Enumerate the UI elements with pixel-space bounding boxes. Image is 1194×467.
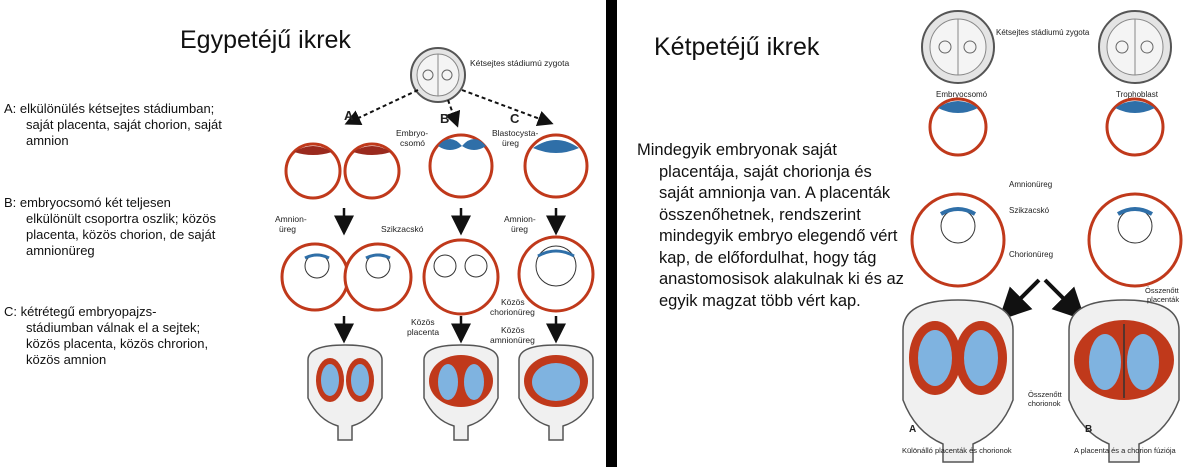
chorion-c (517, 235, 595, 313)
uterus-c (518, 344, 594, 441)
zygote-left (921, 10, 995, 84)
paragraph-a-line: saját placenta, saját chorion, saját (26, 117, 222, 132)
paragraph-b-line: elkülönült csoportra oszlik; közös (26, 211, 217, 226)
left-title: Egypetéjű ikrek (180, 26, 351, 54)
amnion-label-1: üreg (279, 224, 296, 234)
paragraph-b-lead: B: embryocsomó két teljesen (4, 195, 171, 210)
trophoblast-label: Trophoblast (1116, 90, 1159, 99)
chorion-b (422, 238, 500, 316)
figure-label-b: B (1085, 424, 1092, 435)
branch-arrow-b (445, 99, 461, 128)
arrow-to-b (1043, 278, 1086, 321)
blastocyst-b (428, 133, 494, 199)
common-chorion-label: chorionüreg (490, 307, 535, 317)
blastocyst-left (928, 97, 988, 157)
right-title: Kétpetéjű ikrek (654, 33, 820, 61)
chorion-left (910, 192, 1006, 288)
paragraph-a: A: elkülönülés kétsejtes stádiumban; saj… (4, 101, 222, 149)
amnion-label-2: Amnion- (504, 214, 536, 224)
branch-label-c: C (510, 111, 520, 126)
blastocyst-label: Blastocysta- (492, 128, 538, 138)
fused-chorion-label: Összenőtt (1028, 390, 1063, 399)
paragraph-c: C: kétrétegű embryopajzs- stádiumban vál… (4, 304, 208, 368)
right-panel: Kétpetéjű ikrek Mindegyik embryonak sajá… (617, 0, 1194, 467)
paragraph-b: B: embryocsomó két teljesen elkülönült c… (4, 195, 216, 259)
common-chorion-label: Közös (501, 297, 525, 307)
paragraph-c-line: közös amnion (26, 352, 107, 367)
panel-divider (606, 0, 617, 467)
figure-label-a: A (909, 424, 916, 435)
yolk-sac-label: Szikzacskó (381, 224, 424, 234)
caption-a: Különálló placenták és chorionok (902, 446, 1012, 455)
branch-label-b: B (440, 111, 449, 126)
blastocyst-a1 (284, 142, 342, 200)
amnion-label-2: üreg (511, 224, 528, 234)
chorion-a1 (280, 242, 350, 312)
common-placenta-label: placenta (407, 327, 439, 337)
paragraph-c-lead: C: kétrétegű embryopajzs- (4, 304, 157, 319)
uterus-b (1068, 299, 1180, 463)
paragraph-b-line: placenta, közös chorion, de saját (26, 227, 216, 242)
blastocyst-c (523, 133, 589, 199)
fused-chorion-label: chorionok (1028, 399, 1061, 408)
amnion-label: Amnionüreg (1009, 180, 1052, 189)
dizygotic-paragraph: Mindegyik embryonak saját placentája, sa… (637, 141, 904, 310)
common-placenta-label: Közös (411, 317, 435, 327)
uterus-a (307, 344, 383, 441)
uterus-b (423, 344, 499, 441)
embryo-label: csomó (400, 138, 425, 148)
arrow-to-a (998, 278, 1041, 321)
paragraph-c-line: stádiumban válnak el a sejtek; (26, 320, 201, 335)
zygote-cell (410, 47, 466, 103)
common-amnion-label: amnionüreg (490, 335, 535, 345)
zygote-label: Kétsejtes stádiumú zygota (470, 58, 569, 68)
embryo-label: Embryo- (396, 128, 428, 138)
zygote-label: Kétsejtes stádiumú zygota (996, 28, 1090, 37)
paragraph-c-line: közös placenta, közös chrorion, (26, 336, 209, 351)
chorion-label: Chorionüreg (1009, 250, 1053, 259)
blastocyst-a2 (343, 142, 401, 200)
common-amnion-label: Közös (501, 325, 525, 335)
zygote-right (1098, 10, 1172, 84)
fused-placenta-label: Összenőtt (1145, 286, 1180, 295)
uterus-a (902, 299, 1014, 463)
blastocyst-label: üreg (502, 138, 519, 148)
monozygotic-figure: Kétsejtes stádiumú zygota A B C Embryo- … (275, 47, 595, 441)
dizygotic-figure: Kétsejtes stádiumú zygota Embryocsomó Tr… (902, 10, 1183, 463)
fused-placenta-label: placenták (1147, 295, 1179, 304)
caption-b: A placenta és a chorion fúziója (1074, 446, 1177, 455)
branch-arrow-c (461, 89, 554, 127)
left-panel: Egypetéjű ikrek A: elkülönülés kétsejtes… (4, 26, 595, 441)
amnion-label-1: Amnion- (275, 214, 307, 224)
yolk-sac-label: Szikzacskó (1009, 206, 1050, 215)
embryo-label: Embryocsomó (936, 90, 988, 99)
paragraph-b-line: amnionüreg (26, 243, 95, 258)
chorion-a2 (343, 242, 413, 312)
paragraph-a-line: amnion (26, 133, 69, 148)
paragraph-a-lead: A: elkülönülés kétsejtes stádiumban; (4, 101, 215, 116)
blastocyst-right (1105, 97, 1165, 157)
branch-label-a: A (344, 108, 354, 123)
branch-arrow-a (344, 89, 419, 125)
chorion-right (1087, 192, 1183, 288)
